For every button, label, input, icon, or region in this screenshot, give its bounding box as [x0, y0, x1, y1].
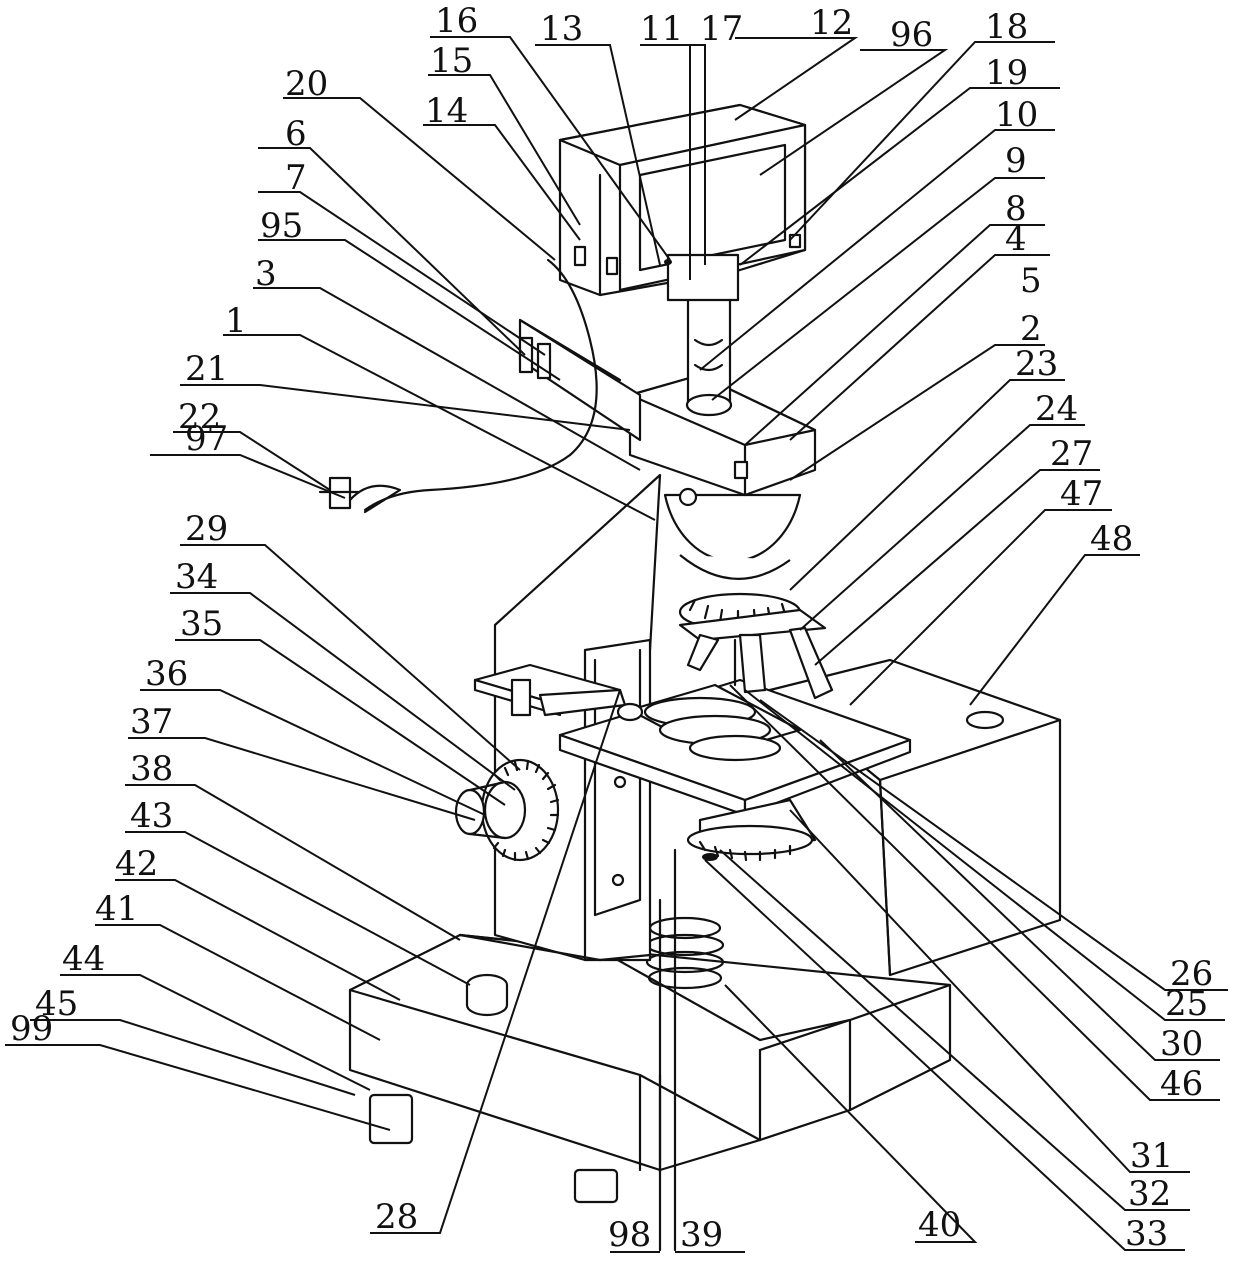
label-44: 44 [62, 939, 105, 979]
label-95: 95 [260, 206, 303, 246]
label-28: 28 [375, 1197, 418, 1237]
label-1: 1 [225, 301, 247, 341]
foot-front [575, 1170, 617, 1202]
label-98: 98 [608, 1215, 651, 1255]
label-20: 20 [285, 64, 328, 104]
label-46: 46 [1160, 1064, 1203, 1104]
label-30: 30 [1160, 1024, 1203, 1064]
label-39: 39 [680, 1215, 723, 1255]
label-4: 4 [1005, 219, 1027, 259]
label-31: 31 [1130, 1136, 1173, 1176]
label-41: 41 [95, 889, 138, 929]
label-10: 10 [995, 95, 1038, 135]
label-17: 17 [700, 9, 743, 49]
label-34: 34 [175, 557, 218, 597]
nosepiece [665, 495, 832, 698]
focus-knob[interactable] [456, 760, 558, 860]
label-16: 16 [435, 1, 478, 41]
foot-left [370, 1095, 412, 1143]
label-24: 24 [1035, 389, 1078, 429]
label-12: 12 [810, 3, 853, 43]
label-9: 9 [1005, 141, 1027, 181]
display [560, 105, 805, 300]
label-3: 3 [255, 254, 277, 294]
label-36: 36 [145, 654, 188, 694]
label-97: 97 [185, 419, 228, 459]
label-2: 2 [1020, 309, 1042, 349]
label-37: 37 [130, 702, 173, 742]
label-38: 38 [130, 749, 173, 789]
label-47: 47 [1060, 474, 1103, 514]
label-11: 11 [640, 9, 683, 49]
label-99: 99 [10, 1009, 53, 1049]
label-35: 35 [180, 604, 223, 644]
label-5: 5 [1020, 261, 1042, 301]
label-18: 18 [985, 7, 1028, 47]
label-25: 25 [1165, 984, 1208, 1024]
label-40: 40 [918, 1205, 961, 1245]
label-43: 43 [130, 796, 173, 836]
label-23: 23 [1015, 344, 1058, 384]
right-box-button [967, 712, 1003, 728]
label-14: 14 [425, 91, 468, 131]
label-96: 96 [890, 15, 933, 55]
label-33: 33 [1125, 1214, 1168, 1254]
label-15: 15 [430, 41, 473, 81]
label-21: 21 [185, 349, 228, 389]
label-32: 32 [1128, 1174, 1171, 1214]
label-7: 7 [285, 158, 307, 198]
label-48: 48 [1090, 519, 1133, 559]
label-6: 6 [285, 114, 307, 154]
label-19: 19 [985, 53, 1028, 93]
label-29: 29 [185, 509, 228, 549]
label-42: 42 [115, 844, 158, 884]
label-27: 27 [1050, 434, 1093, 474]
label-13: 13 [540, 9, 583, 49]
